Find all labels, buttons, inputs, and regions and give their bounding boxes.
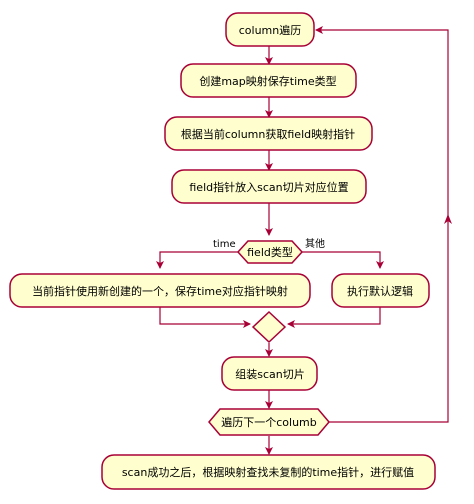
node-use-new-ptr-label: 当前指针使用新创建的一个，保存time对应指针映射: [32, 284, 288, 298]
branch-label-other: 其他: [305, 237, 325, 250]
decision-field-type-label: field类型: [247, 245, 293, 259]
node-final-step-label: scan成功之后，根据映射查找未复制的time指针，进行赋值: [122, 465, 414, 479]
merge-diamond: [251, 310, 287, 344]
node-next-column-label: 遍历下一个columb: [221, 416, 317, 429]
edge-loop-back: [315, 26, 449, 423]
node-get-field-ptr: 根据当前column获取field映射指针: [164, 116, 373, 151]
node-create-map-label: 创建map映射保存time类型: [199, 74, 336, 88]
node-column-loop-label: column遍历: [239, 24, 302, 37]
edge-other-to-merge: [287, 307, 381, 328]
node-final-step: scan成功之后，根据映射查找未复制的time指针，进行赋值: [101, 454, 436, 490]
edges: [156, 26, 452, 455]
node-default-logic: 执行默认逻辑: [331, 273, 430, 308]
node-field-ptr-scan-label: field指针放入scan切片对应位置: [189, 180, 348, 194]
decision-field-type: field类型: [236, 240, 304, 264]
node-default-logic-label: 执行默认逻辑: [347, 284, 413, 298]
node-next-column: 遍历下一个columb: [208, 408, 330, 436]
node-get-field-ptr-label: 根据当前column获取field映射指针: [181, 127, 355, 141]
node-assemble-scan-label: 组装scan切片: [235, 367, 305, 381]
node-field-ptr-scan: field指针放入scan切片对应位置: [171, 169, 367, 204]
edge-time-to-merge: [159, 307, 251, 328]
node-column-loop: column遍历: [225, 12, 315, 47]
loop-back-up-arrow: [444, 214, 452, 224]
edge-decision-to-time: [156, 251, 238, 269]
edge-decision-to-other: [300, 251, 384, 269]
branch-label-time: time: [213, 239, 236, 250]
node-use-new-ptr: 当前指针使用新创建的一个，保存time对应指针映射: [9, 273, 311, 308]
node-create-map: 创建map映射保存time类型: [180, 63, 357, 98]
node-assemble-scan: 组装scan切片: [221, 356, 318, 391]
